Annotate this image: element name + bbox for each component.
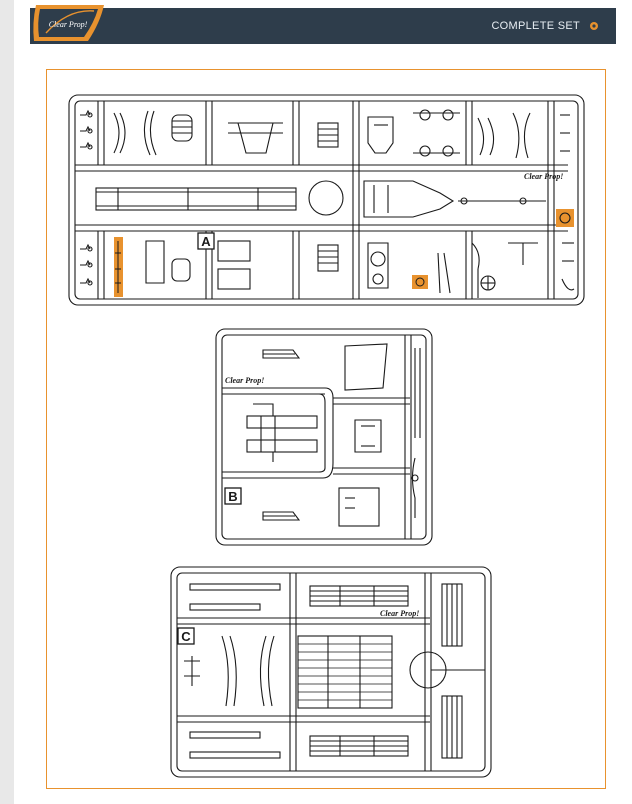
sprue-letter: B — [228, 489, 237, 504]
page-side-strip — [0, 0, 14, 804]
sprue-a: A Clear Prop! — [68, 94, 585, 306]
sprue-brand-logo: Clear Prop! — [524, 172, 563, 181]
logo-text: Clear Prop! — [49, 20, 88, 29]
sprue-letter: C — [181, 629, 191, 644]
header-bar — [30, 8, 616, 44]
page-title: COMPLETE SET — [491, 20, 580, 32]
sprue-letter: A — [201, 234, 211, 249]
highlight-part — [412, 275, 428, 289]
logo-icon: Clear Prop! — [33, 5, 105, 41]
sprue-b: B Clear Prop! — [215, 328, 433, 546]
sprue-brand-logo: Clear Prop! — [225, 376, 264, 385]
sprue-brand-logo: Clear Prop! — [380, 609, 419, 618]
content-frame — [46, 69, 606, 789]
highlight-part — [556, 209, 574, 227]
sprue-c: C Clear Prop! — [170, 566, 492, 778]
gear-icon — [590, 22, 598, 30]
